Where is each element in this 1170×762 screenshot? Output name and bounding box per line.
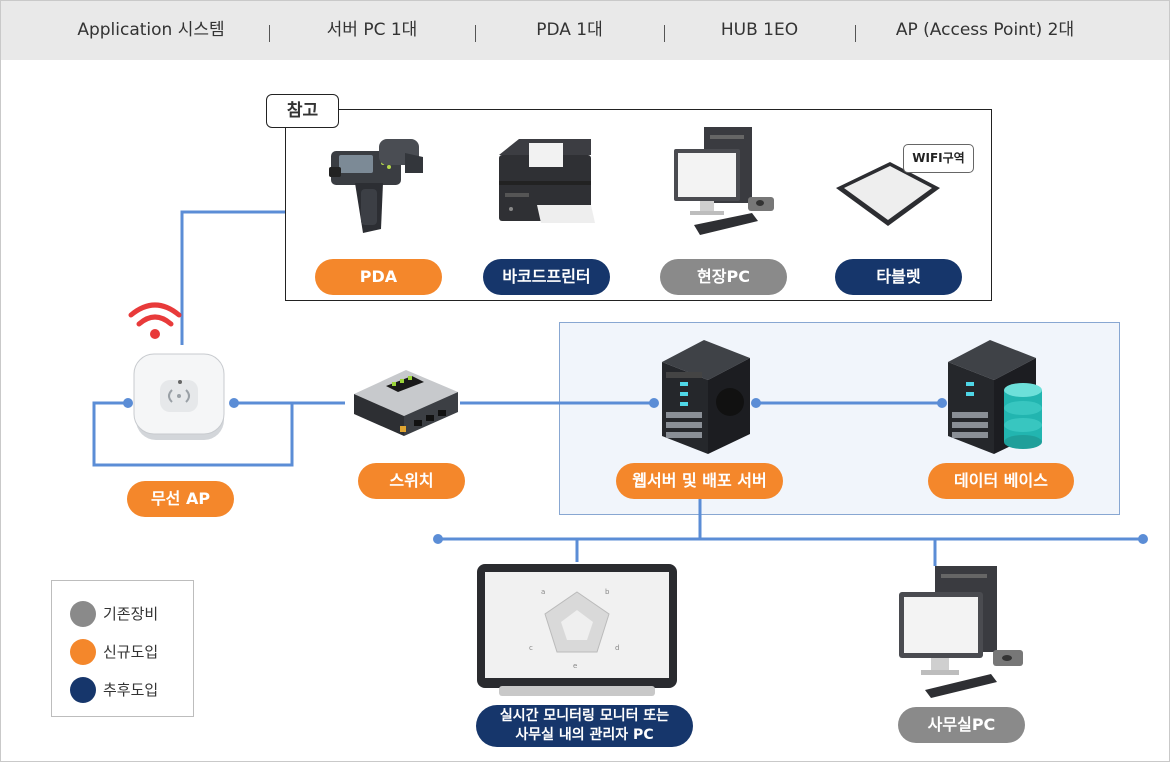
legend-swatch: [70, 601, 96, 627]
network-switch-icon: [354, 370, 458, 436]
office-pc-label: 사무실PC: [898, 707, 1025, 743]
chart-label-a: a: [541, 588, 545, 596]
barcode-printer-icon: [499, 139, 595, 223]
tablet-icon: [836, 162, 940, 226]
database-server-icon: [948, 340, 1042, 454]
chart-label-b: b: [605, 588, 610, 596]
header-separator: [855, 25, 856, 42]
header-item-pda: PDA 1대: [536, 20, 603, 40]
monitoring-monitor-label-line1: 실시간 모니터링 모니터 또는: [499, 708, 670, 724]
monitoring-monitor-label: 실시간 모니터링 모니터 또는 사무실 내의 관리자 PC: [476, 705, 693, 747]
header-separator: [269, 25, 270, 42]
reference-tab: 참고: [266, 94, 339, 128]
legend: 기존장비 신규도입 추후도입: [51, 580, 194, 717]
switch-label: 스위치: [358, 463, 465, 499]
header-separator: [664, 25, 665, 42]
legend-label: 추후도입: [103, 681, 159, 699]
header-item-hub: HUB 1EO: [720, 20, 799, 40]
wifi-zone-tag: WIFI구역: [903, 144, 974, 173]
chart-label-e: e: [573, 662, 577, 670]
database-label: 데이터 베이스: [928, 463, 1074, 499]
header-item-ap: AP (Access Point) 2대: [895, 20, 1075, 40]
web-server-icon: [662, 340, 750, 454]
header-separator: [475, 25, 476, 42]
office-pc-icon: [899, 566, 1023, 698]
legend-label: 기존장비: [103, 605, 159, 623]
header-item-application: Application 시스템: [77, 20, 225, 40]
wifi-signal-icon: [128, 302, 182, 339]
chart-label-c: c: [529, 644, 533, 652]
chart-label-d: d: [615, 644, 619, 652]
wireless-ap-label: 무선 AP: [127, 481, 234, 517]
barcode-printer-label: 바코드프린터: [483, 259, 610, 295]
field-pc-label: 현장PC: [660, 259, 787, 295]
system-summary-bar: Application 시스템 서버 PC 1대 PDA 1대 HUB 1EO …: [1, 1, 1169, 60]
legend-label: 신규도입: [103, 643, 159, 661]
pda-label: PDA: [315, 259, 442, 295]
header-item-server: 서버 PC 1대: [326, 20, 418, 40]
web-server-label: 웹서버 및 배포 서버: [616, 463, 783, 499]
field-pc-icon: [674, 127, 774, 235]
monitoring-monitor-icon: a b c d e: [477, 564, 677, 696]
wireless-ap-icon: [133, 353, 225, 440]
legend-swatch: [70, 639, 96, 665]
tablet-label: 타블렛: [835, 259, 962, 295]
legend-swatch: [70, 677, 96, 703]
monitoring-monitor-label-line2: 사무실 내의 관리자 PC: [515, 727, 654, 743]
pda-scanner-icon: [329, 139, 423, 233]
